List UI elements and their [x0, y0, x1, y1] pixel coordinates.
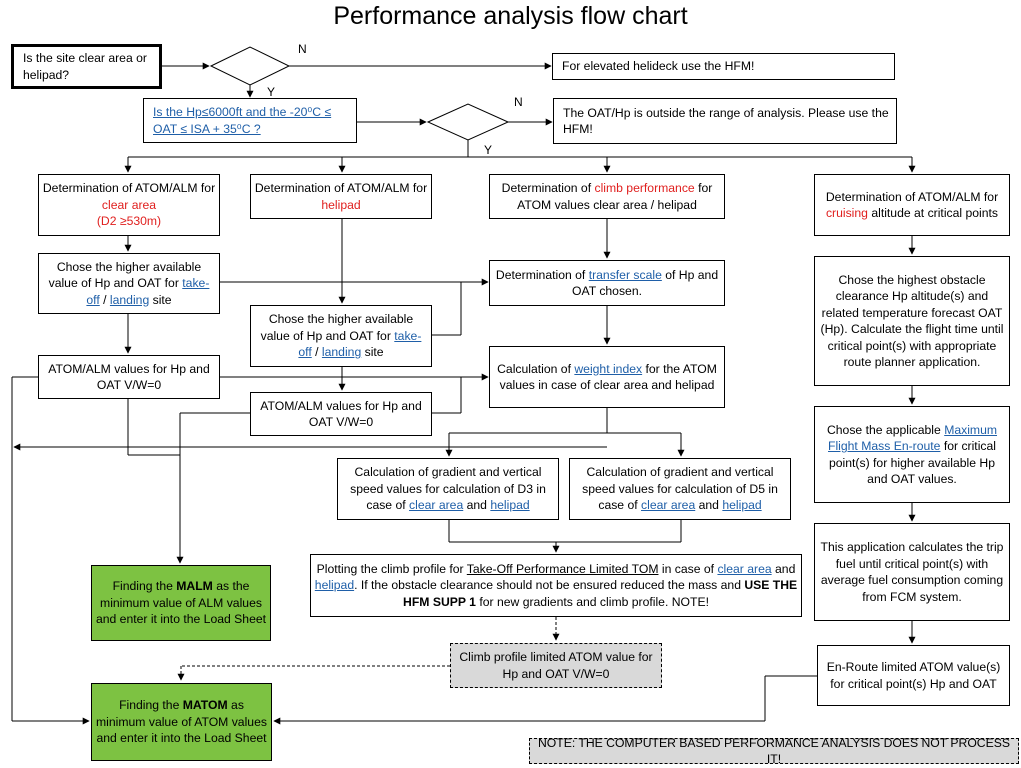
malm-result-box: Finding the MALM as the minimum value of…: [91, 565, 271, 641]
gradient-d5-box: Calculation of gradient and vertical spe…: [569, 458, 791, 520]
atom-alm-values-box-2: ATOM/ALM values for Hp and OAT V/W=0: [250, 392, 432, 436]
yes-label-range: Y: [484, 143, 493, 157]
site-question-box: Is the site clear area or helipad?: [11, 44, 162, 89]
decision-diamond-range: [426, 103, 510, 141]
determination-helipad-box: Determination of ATOM/ALM for helipad: [250, 174, 432, 219]
gradient-d3-box: Calculation of gradient and vertical spe…: [337, 458, 559, 520]
determination-cruise-box: Determination of ATOM/ALM for cruising a…: [814, 174, 1010, 236]
outside-range-box: The OAT/Hp is outside the range of analy…: [553, 98, 897, 144]
max-flight-mass-box: Chose the applicable Maximum Flight Mass…: [814, 406, 1010, 503]
chose-higher-value-box-1: Chose the higher available value of Hp a…: [38, 253, 220, 314]
determination-climb-box: Determination of climb performance for A…: [489, 174, 725, 219]
note-box: NOTE: THE COMPUTER BASED PERFORMANCE ANA…: [529, 736, 1019, 766]
weight-index-box: Calculation of weight index for the ATOM…: [489, 346, 725, 408]
determination-clear-area-box: Determination of ATOM/ALM for clear area…: [38, 174, 220, 236]
elevated-helideck-box: For elevated helideck use the HFM!: [552, 53, 895, 80]
climb-limited-atom-box: Climb profile limited ATOM value for Hp …: [450, 643, 662, 688]
plot-climb-profile-box: Plotting the climb profile for Take-Off …: [310, 554, 802, 617]
decision-diamond-site: [209, 46, 291, 86]
trip-fuel-box: This application calculates the trip fue…: [814, 523, 1010, 621]
highest-obstacle-box: Chose the highest obstacle clearance Hp …: [814, 256, 1010, 386]
atom-alm-values-box-1: ATOM/ALM values for Hp and OAT V/W=0: [38, 355, 220, 399]
chose-higher-value-box-2: Chose the higher available value of Hp a…: [250, 305, 432, 367]
no-label-site: N: [298, 42, 307, 56]
range-question-box: Is the Hp≤6000ft and the -20⁰C ≤ OAT ≤ I…: [143, 98, 357, 143]
enroute-limited-atom-box: En-Route limited ATOM value(s) for criti…: [817, 645, 1010, 706]
transfer-scale-box: Determination of transfer scale of Hp an…: [489, 260, 725, 306]
chart-title: Performance analysis flow chart: [333, 2, 688, 30]
no-label-range: N: [514, 95, 523, 109]
yes-label-site: Y: [267, 85, 276, 99]
matom-result-box: Finding the MATOM as minimum value of AT…: [91, 683, 272, 761]
